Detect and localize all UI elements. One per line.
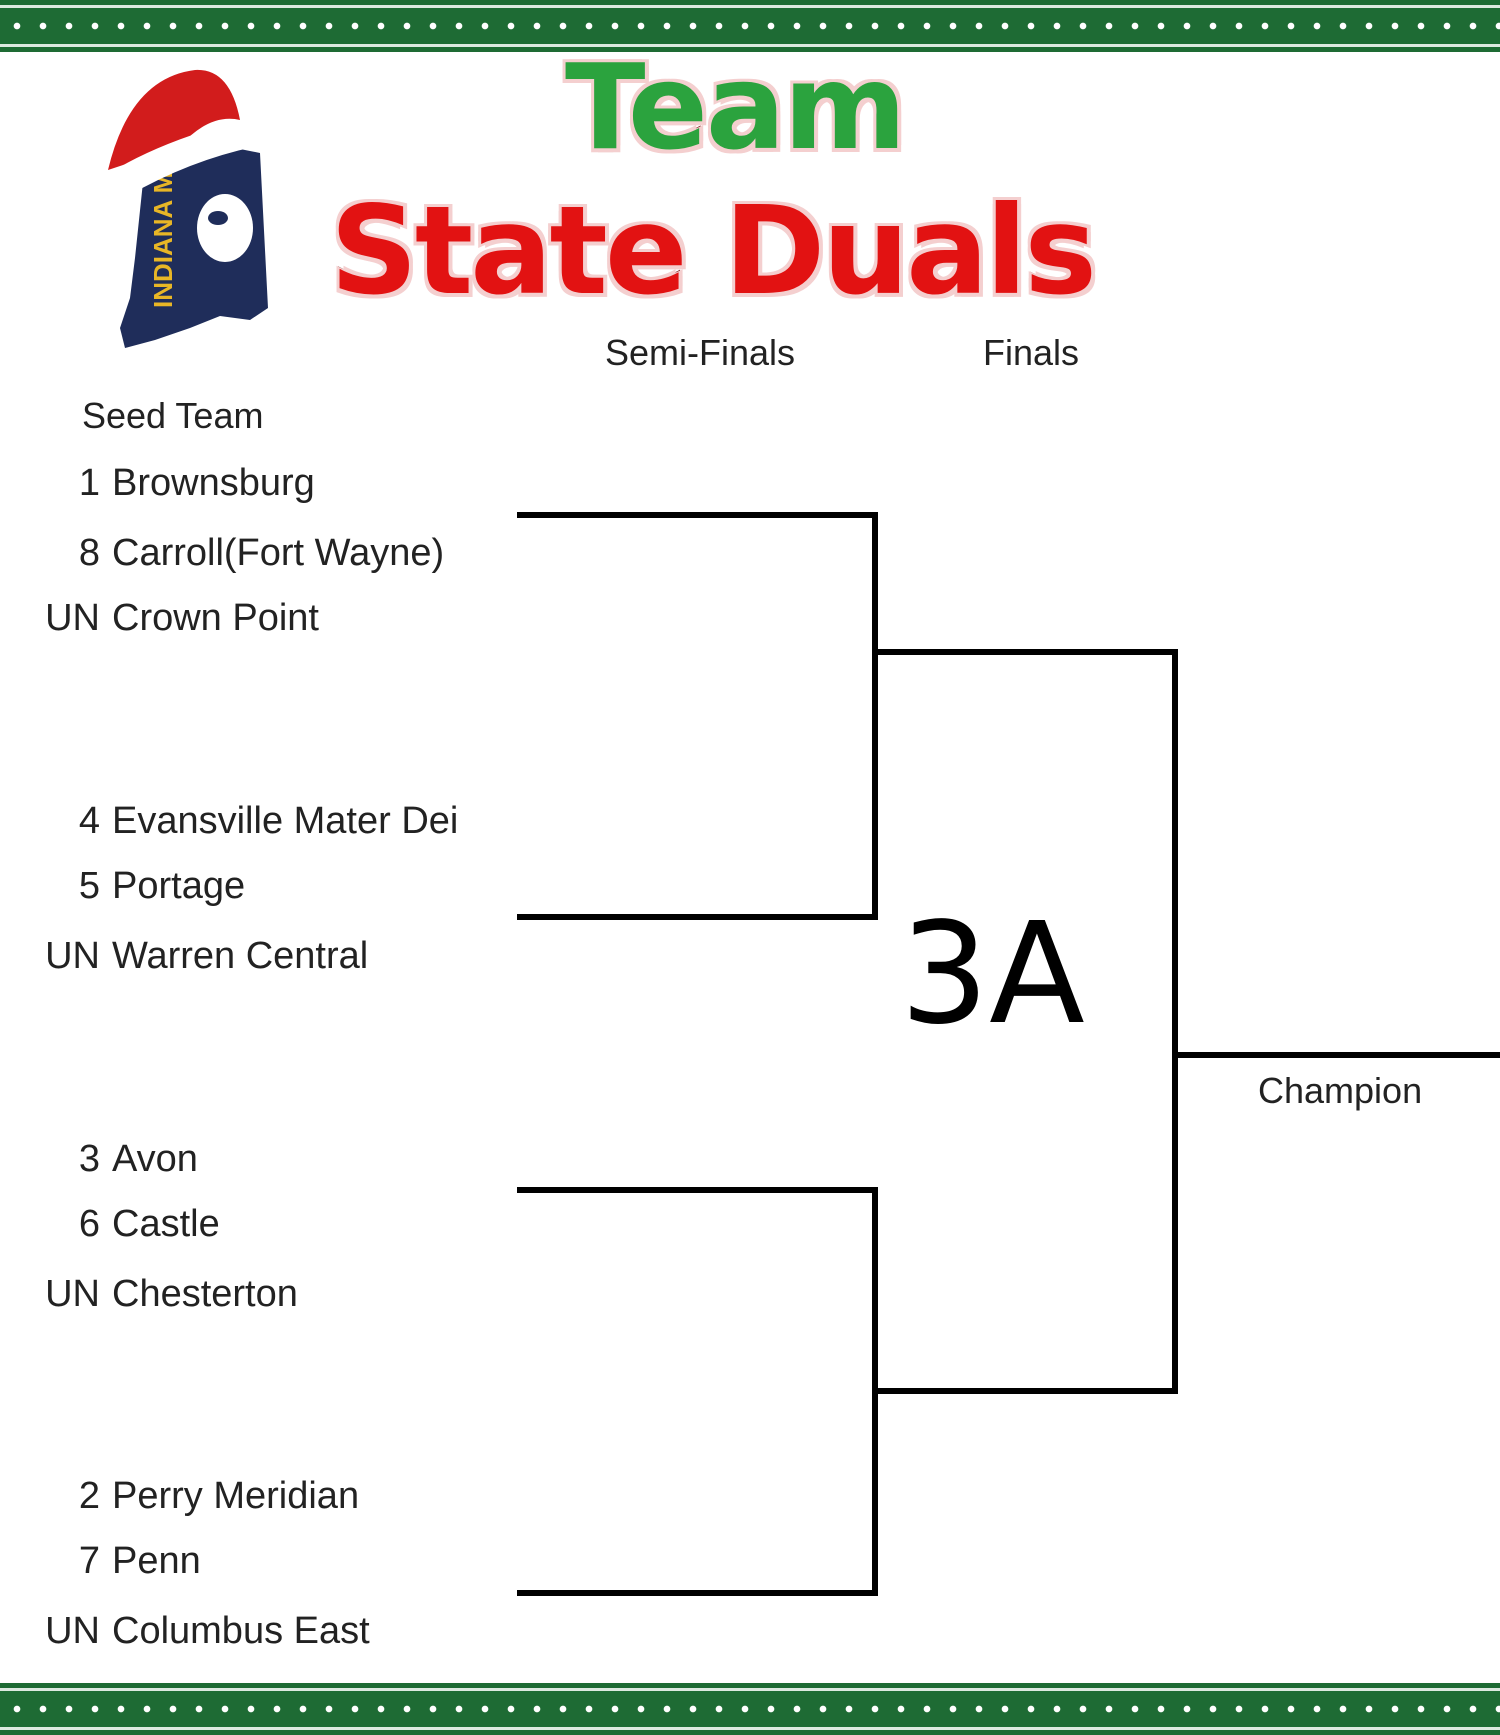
list-item: 1 Brownsburg [36, 462, 315, 505]
list-item: 5 Portage [36, 865, 245, 908]
seed-number: 5 [78, 865, 100, 907]
list-item: UN Crown Point [36, 597, 319, 640]
seed-number: 2 [78, 1475, 100, 1517]
bracket-semifinal-bottom [517, 1187, 878, 1596]
team-name: Warren Central [112, 935, 369, 977]
seed-number: UN [45, 597, 100, 639]
team-name: Columbus East [112, 1610, 370, 1652]
team-name: Avon [112, 1138, 198, 1180]
list-item: UN Chesterton [36, 1273, 298, 1316]
seed-team-header: Seed Team [82, 395, 264, 436]
bracket-semifinal-top [517, 512, 878, 920]
list-item: UN Columbus East [36, 1610, 370, 1653]
team-name: Evansville Mater Dei [112, 800, 459, 842]
team-name: Carroll(Fort Wayne) [112, 532, 445, 574]
seed-number: 4 [78, 800, 100, 842]
team-name: Chesterton [112, 1273, 298, 1315]
seed-number: 1 [78, 462, 100, 504]
seed-number: 6 [78, 1203, 100, 1245]
list-item: 3 Avon [36, 1138, 198, 1181]
seed-number: UN [45, 935, 100, 977]
title-state-duals: State Duals [329, 180, 1099, 322]
list-item: 2 Perry Meridian [36, 1475, 359, 1518]
top-border [0, 0, 1500, 52]
list-item: UN Warren Central [36, 935, 368, 978]
team-name: Portage [112, 865, 246, 907]
division-label: 3A [900, 893, 1085, 1056]
list-item: 4 Evansville Mater Dei [36, 800, 458, 843]
indiana-logo-icon: INDIANA M [101, 69, 268, 348]
logo-text: INDIANA M [148, 172, 178, 308]
title-team: Team [563, 38, 907, 176]
seed-number: UN [45, 1273, 100, 1315]
semifinals-header: Semi-Finals [605, 332, 796, 373]
seed-number: 3 [78, 1138, 100, 1180]
seed-number: 7 [78, 1540, 100, 1582]
team-name: Crown Point [112, 597, 319, 639]
team-name: Brownsburg [112, 462, 315, 504]
finals-header: Finals [983, 332, 1080, 373]
team-name: Penn [112, 1540, 201, 1582]
bracket-final [875, 649, 1178, 1394]
list-item: 7 Penn [36, 1540, 201, 1583]
seed-number: UN [45, 1610, 100, 1652]
bottom-border [0, 1683, 1500, 1735]
list-item: 8 Carroll(Fort Wayne) [36, 532, 444, 575]
champion-label: Champion [1258, 1070, 1423, 1111]
list-item: 6 Castle [36, 1203, 220, 1246]
seed-number: 8 [78, 532, 100, 574]
team-name: Perry Meridian [112, 1475, 360, 1517]
team-name: Castle [112, 1203, 220, 1245]
